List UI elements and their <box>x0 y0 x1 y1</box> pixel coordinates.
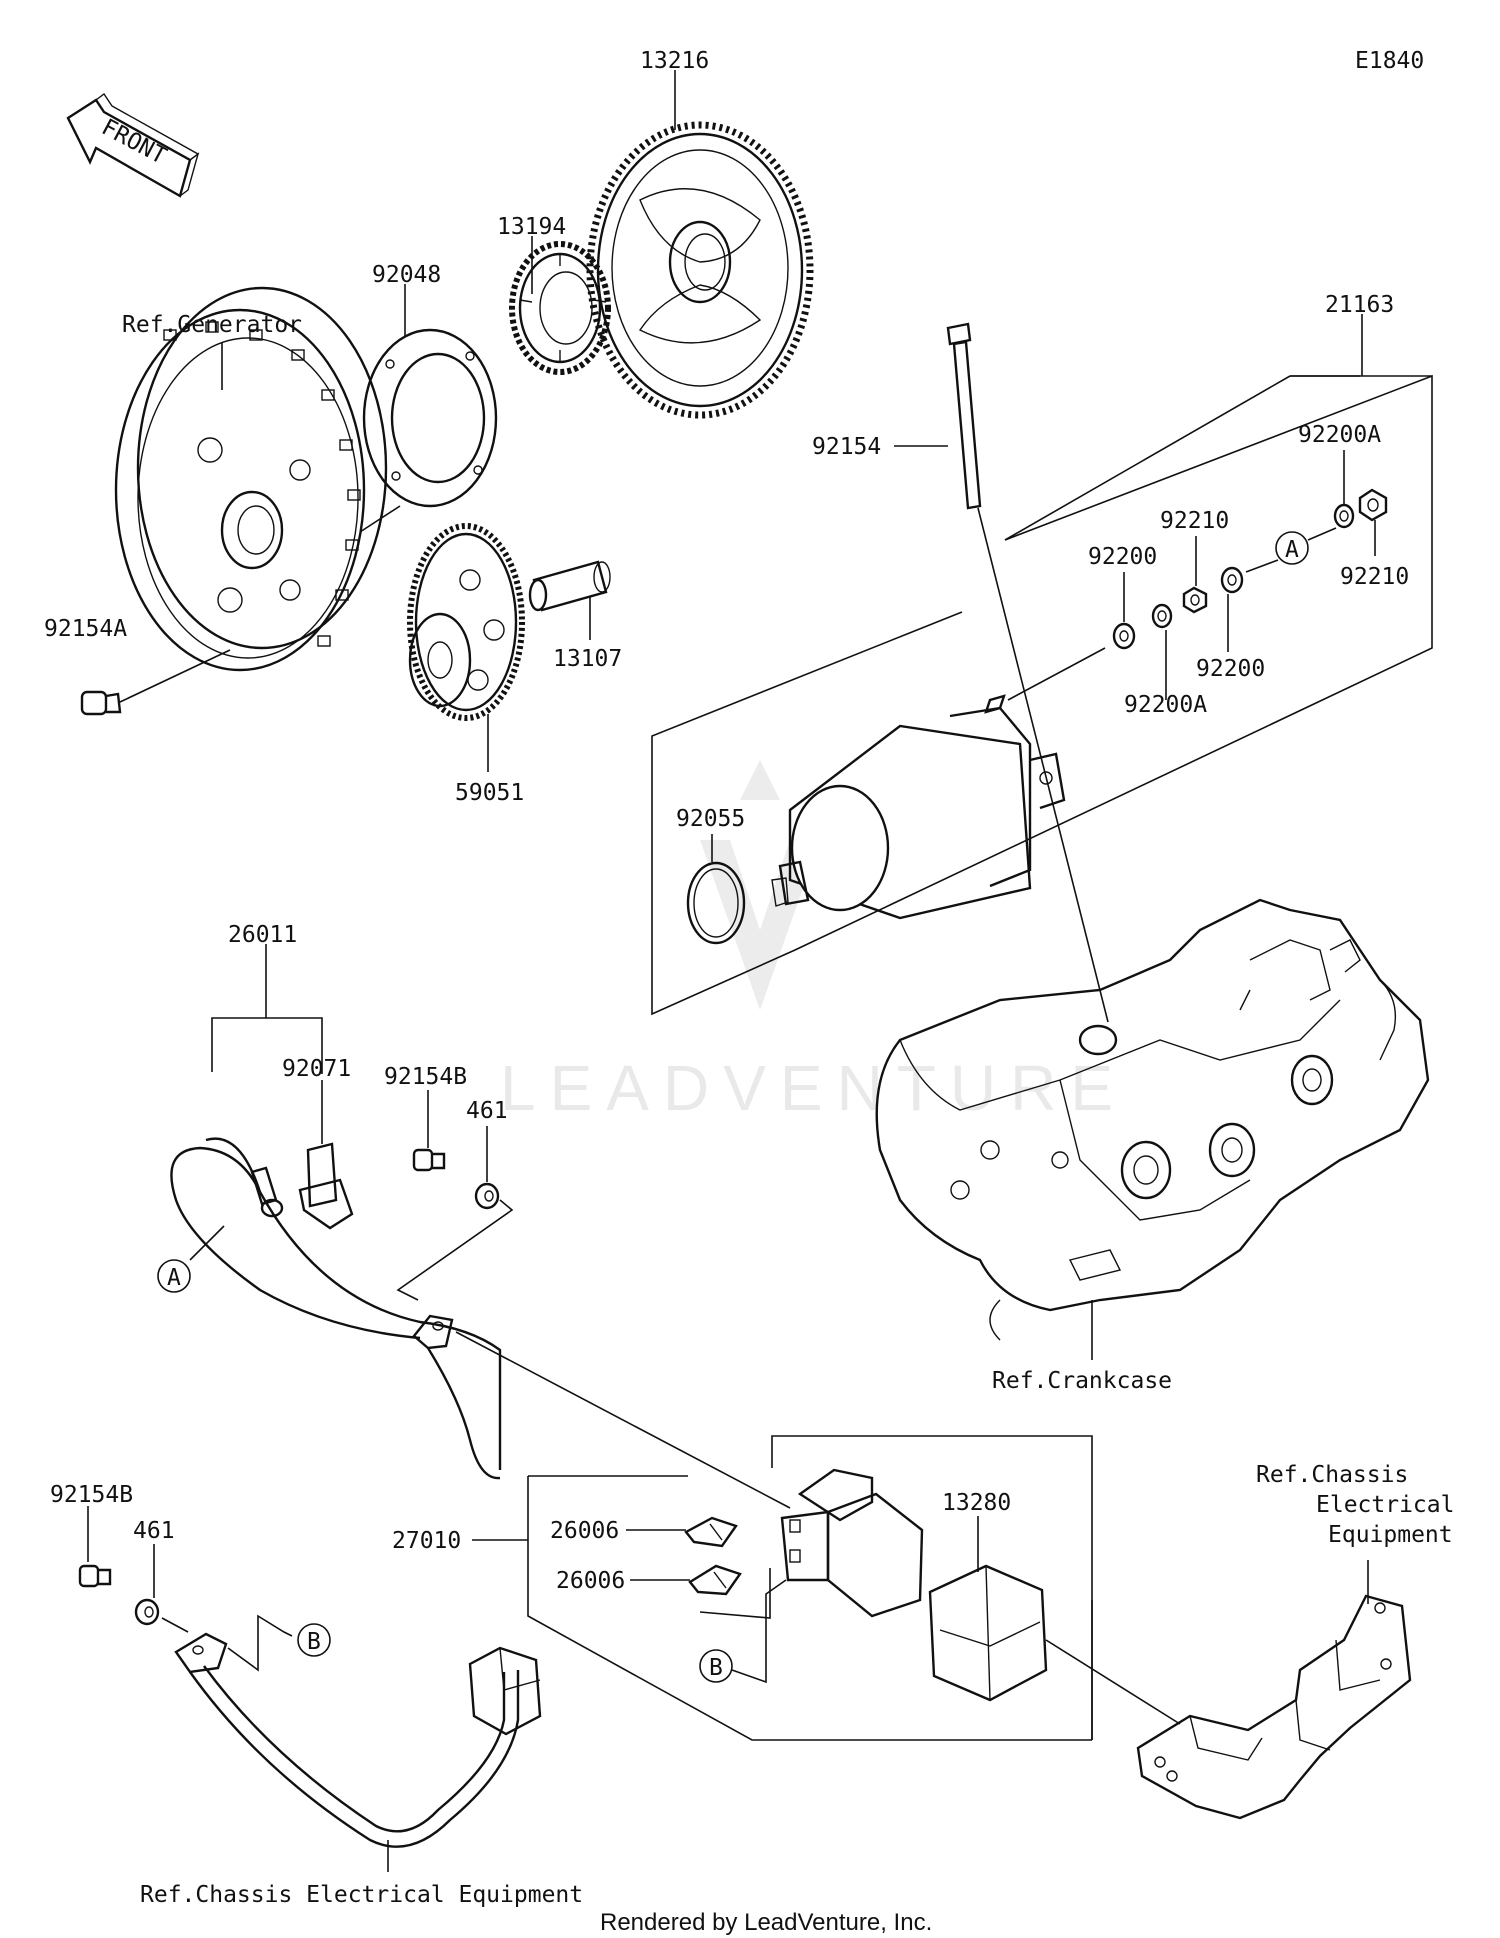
label-92200-b: 92200 <box>1196 656 1265 682</box>
fuse-26006-lower <box>688 1564 742 1596</box>
label-92055: 92055 <box>676 806 745 832</box>
label-92154B-b: 92154B <box>50 1482 133 1508</box>
crankcase <box>875 898 1430 1341</box>
bolt-92154B-upper <box>412 1148 446 1172</box>
callout-b-center <box>699 1649 733 1683</box>
idle-gear-59051 <box>407 523 525 721</box>
washer-92200-a <box>1112 622 1136 650</box>
label-92071: 92071 <box>282 1056 351 1082</box>
label-92154: 92154 <box>812 434 881 460</box>
starter-motor-group-frame <box>651 374 1433 1016</box>
label-92200A-top: 92200A <box>1298 422 1381 448</box>
watermark-logo <box>700 760 820 1010</box>
chassis-bracket <box>1136 1594 1412 1820</box>
label-92154A: 92154A <box>44 616 127 642</box>
cover-13280 <box>928 1564 1048 1702</box>
label-59051: 59051 <box>455 780 524 806</box>
starter-driven-gear-13216 <box>586 121 814 419</box>
label-ref-chassis-bottom: Ref.Chassis Electrical Equipment <box>140 1882 583 1908</box>
label-13194: 13194 <box>497 214 566 240</box>
callout-a-right <box>1275 531 1309 565</box>
washer-92200A-top <box>1333 503 1355 529</box>
label-13280: 13280 <box>942 1490 1011 1516</box>
washer-461-upper <box>474 1182 500 1210</box>
watermark-text: LEADVENTURE <box>500 1052 1127 1124</box>
one-way-clutch-13194 <box>509 241 611 375</box>
starter-relay <box>780 1468 924 1618</box>
label-92048: 92048 <box>372 262 441 288</box>
callout-a-left <box>157 1259 191 1293</box>
nut-92210-b <box>1358 488 1388 522</box>
callout-b-center-label: B <box>709 1655 723 1681</box>
label-27010: 27010 <box>392 1528 461 1554</box>
washer-461-lower <box>134 1598 160 1626</box>
callout-a-left-label: A <box>167 1265 181 1291</box>
bolt-92154A <box>80 690 122 716</box>
cap-92071 <box>298 1142 354 1230</box>
bracket-26011 <box>211 1017 323 1074</box>
label-461-a: 461 <box>466 1098 508 1124</box>
bolt-92154B-lower <box>78 1564 112 1588</box>
label-26006-a: 26006 <box>550 1518 619 1544</box>
label-461-b: 461 <box>133 1518 175 1544</box>
generator-rotor <box>114 286 388 672</box>
label-92200A-b: 92200A <box>1124 692 1207 718</box>
shaft-13107 <box>528 560 611 612</box>
footer-credit: Rendered by LeadVenture, Inc. <box>600 1909 932 1936</box>
label-92200-a: 92200 <box>1088 544 1157 570</box>
diagram-code: E1840 <box>1355 48 1424 74</box>
label-92210-a: 92210 <box>1160 508 1229 534</box>
starter-motor <box>771 694 1066 920</box>
label-92154B-a: 92154B <box>384 1064 467 1090</box>
callout-b-left-label: B <box>307 1629 321 1655</box>
callout-a-right-label: A <box>1285 537 1299 563</box>
relay-group-frame-outer <box>527 1476 1092 1741</box>
relay-group-frame-inner <box>771 1435 1093 1740</box>
callout-b-left <box>297 1623 331 1657</box>
label-26011: 26011 <box>228 922 297 948</box>
nut-92210-a <box>1182 586 1208 614</box>
bolt-92154 <box>946 322 982 510</box>
o-ring-92055 <box>686 861 746 945</box>
label-ref-generator: Ref.Generator <box>122 312 302 338</box>
label-13216: 13216 <box>640 48 709 74</box>
cable-lower <box>174 1632 542 1848</box>
front-label: FRONT <box>97 114 170 170</box>
washer-92200A-b <box>1151 603 1173 629</box>
label-ref-chassis-line1: Ref.Chassis <box>1256 1462 1408 1488</box>
label-26006-b: 26006 <box>556 1568 625 1594</box>
plate-92048 <box>362 328 498 508</box>
label-ref-chassis-line2: Electrical <box>1316 1492 1454 1518</box>
label-ref-chassis-line3: Equipment <box>1328 1522 1453 1548</box>
label-92210-b: 92210 <box>1340 564 1409 590</box>
fuse-26006-upper <box>684 1516 738 1548</box>
front-arrow-icon <box>66 92 200 198</box>
washer-92200-b <box>1220 566 1244 594</box>
label-ref-crankcase: Ref.Crankcase <box>992 1368 1172 1394</box>
label-13107: 13107 <box>553 646 622 672</box>
cable-26011 <box>170 1137 502 1480</box>
label-21163: 21163 <box>1325 292 1394 318</box>
